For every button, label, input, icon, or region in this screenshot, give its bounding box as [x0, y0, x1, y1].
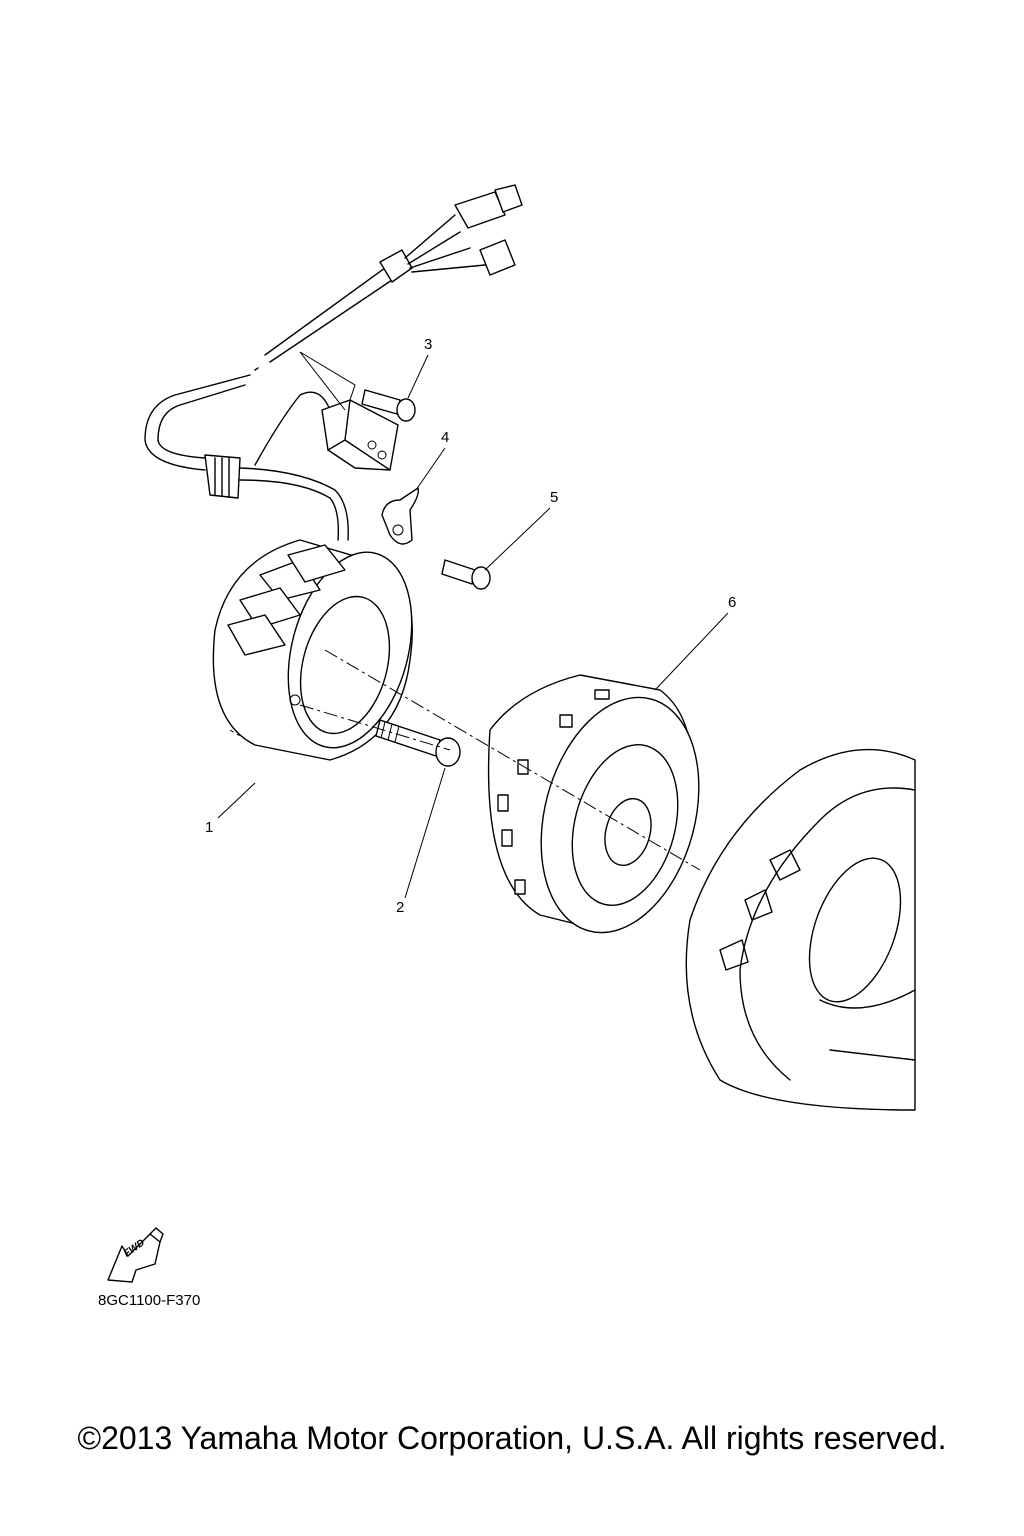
clamp-4 — [381, 487, 420, 545]
center-axis-line — [324, 649, 701, 871]
copyright-notice: ©2013 Yamaha Motor Corporation, U.S.A. A… — [77, 1420, 947, 1456]
callout-4: 4 — [441, 429, 450, 446]
pickup-coil — [299, 351, 399, 471]
bolt-5 — [441, 559, 491, 590]
callout-3: 3 — [424, 336, 433, 353]
callout-2: 2 — [396, 899, 405, 916]
stator — [212, 539, 413, 761]
stator-axis-line — [229, 729, 256, 746]
leader-lines — [217, 354, 729, 899]
callout-1: 1 — [205, 819, 214, 836]
callout-6: 6 — [728, 594, 737, 611]
wire-harness — [144, 184, 523, 541]
bolt-axis-line — [299, 704, 451, 751]
diagram-code: 8GC1100-F370 — [98, 1292, 201, 1309]
fwd-arrow-icon — [107, 1227, 164, 1283]
callout-5: 5 — [550, 489, 559, 506]
rotor — [487, 674, 700, 934]
bolt-2 — [375, 719, 461, 767]
bolt-3 — [361, 389, 416, 422]
flywheel — [685, 748, 916, 1111]
